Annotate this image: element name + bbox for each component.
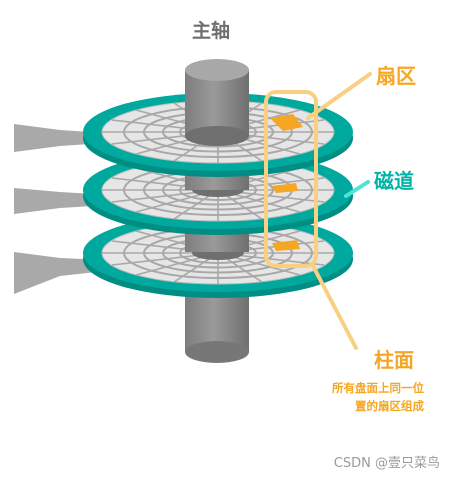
cylinder-description: 所有盘面上同一位 置的扇区组成 (332, 379, 424, 415)
cylinder-description-line2: 置的扇区组成 (355, 399, 424, 413)
sector-highlight-middle (272, 183, 298, 193)
arm-top (14, 124, 150, 152)
cylinder-description-line1: 所有盘面上同一位 (332, 381, 424, 395)
cylinder-pointer-line (310, 262, 358, 350)
spindle-upper (185, 59, 249, 146)
sector-pointer-line (306, 72, 372, 120)
sector-highlight-top (270, 114, 303, 131)
platter-top (82, 92, 354, 177)
track-pointer-line (344, 180, 370, 198)
spindle-lower (185, 290, 249, 363)
cylinder-label: 柱面 (374, 348, 414, 372)
sector-label: 扇区 (376, 64, 416, 88)
track-label: 磁道 (374, 169, 414, 193)
sector-highlight-bottom (272, 240, 300, 251)
spindle-label: 主轴 (192, 20, 231, 42)
watermark: CSDN @壹只菜鸟 (333, 456, 440, 471)
cylinder-outline (264, 90, 318, 268)
